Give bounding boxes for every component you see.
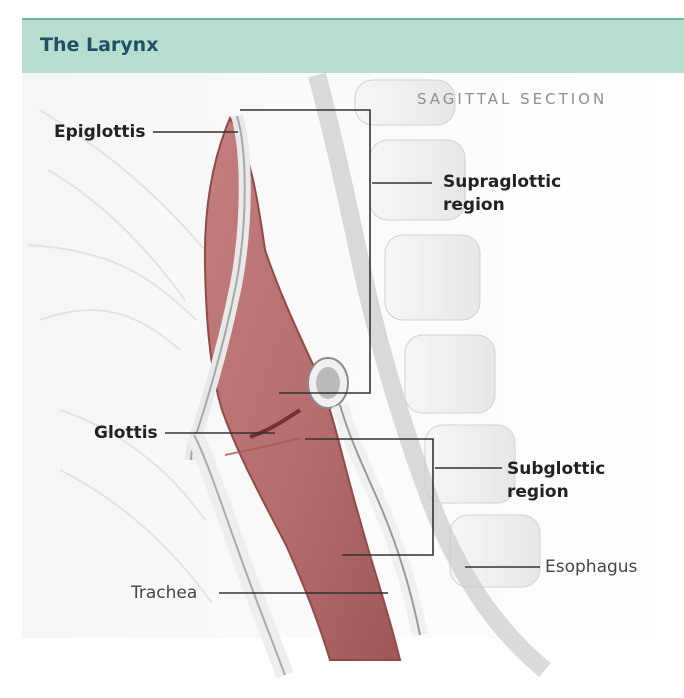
label-esophagus: Esophagus (545, 556, 637, 579)
label-supraglottic-region: Supraglottic region (443, 171, 561, 217)
label-epiglottis: Epiglottis (54, 121, 145, 144)
label-glottis: Glottis (94, 422, 158, 445)
label-subglottic-region: Subglottic region (507, 458, 605, 504)
label-trachea: Trachea (131, 582, 197, 605)
section-label: SAGITTAL SECTION (417, 90, 607, 108)
